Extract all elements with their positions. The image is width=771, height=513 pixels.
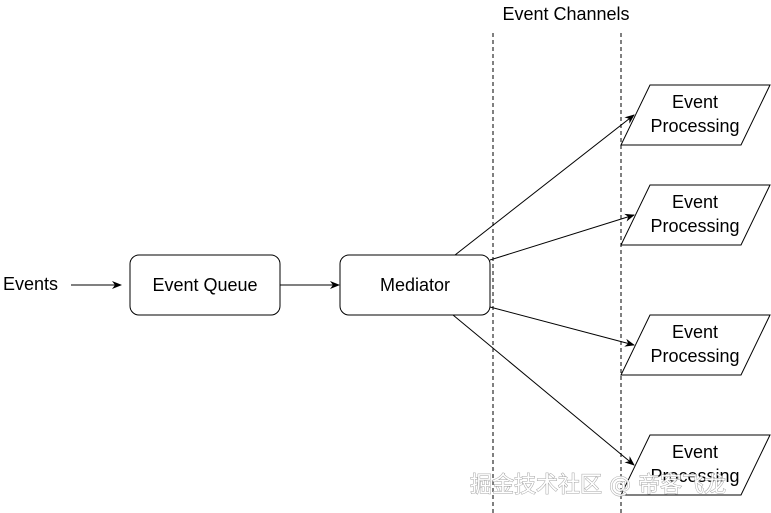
event-processing-1-line1: Event [672,92,718,112]
edge-mediator-to-processing-3 [489,306,635,347]
event-processing-2-line2: Processing [650,216,739,236]
event-processing-node-3[interactable]: Event Processing [620,314,771,376]
events-label: Events [3,274,58,294]
event-processing-shape-2[interactable] [620,184,771,246]
event-processing-shape-3[interactable] [620,314,771,376]
event-processing-2-line1: Event [672,192,718,212]
edge-mediator-to-processing-4 [452,314,635,466]
event-processing-3-line2: Processing [650,346,739,366]
event-processing-3-line1: Event [672,322,718,342]
event-processing-1-line2: Processing [650,116,739,136]
mediator-box[interactable] [339,254,491,316]
edge-mediator-to-processing-1 [454,114,635,256]
event-processing-node-1[interactable]: Event Processing [620,84,771,146]
event-processing-shape-4[interactable] [620,434,771,496]
mediator-node[interactable]: Mediator [339,254,491,316]
event-processing-shape-1[interactable] [620,84,771,146]
event-processing-node-2[interactable]: Event Processing [620,184,771,246]
edge-mediator-to-processing-2 [489,213,635,261]
watermark-text: 掘金技术社区 @ 帝客飞龙 [470,473,726,498]
event-channels-title: Event Channels [502,4,629,24]
event-processing-node-4[interactable]: Event Processing [620,434,771,496]
event-queue-label: Event Queue [152,275,257,295]
event-queue-node[interactable]: Event Queue [129,254,281,316]
event-processing-4-line1: Event [672,442,718,462]
event-processing-4-line2: Processing [650,466,739,486]
mediator-label: Mediator [380,275,450,295]
